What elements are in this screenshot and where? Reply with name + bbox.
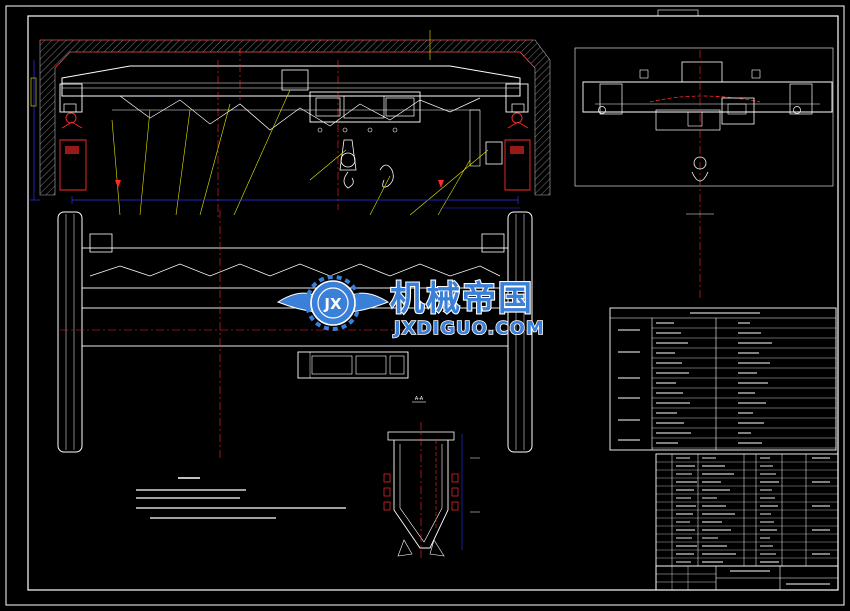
- crane-plan-view: [57, 210, 533, 460]
- watermark-title-cn: 机械帝国: [390, 279, 534, 319]
- list-item: [656, 481, 838, 487]
- list-item: [656, 537, 838, 543]
- title-block: [655, 565, 839, 591]
- table-row: [652, 352, 836, 359]
- list-item: [656, 473, 838, 479]
- logo-letters: JX: [323, 295, 342, 313]
- list-item: [656, 521, 838, 527]
- table-row: [652, 322, 836, 329]
- table-row: [652, 372, 836, 379]
- drawing-frame: [5, 5, 845, 606]
- table-row: [652, 432, 836, 439]
- table-row: [652, 412, 836, 419]
- list-item: [656, 513, 838, 519]
- table-row: [652, 382, 836, 389]
- table-row: [652, 362, 836, 369]
- list-item: [656, 497, 838, 503]
- watermark-title-en: JXDIGUO.COM: [392, 318, 545, 339]
- site-watermark: JX 机械帝国 JXDIGUO.COM: [276, 275, 545, 340]
- table-row: [652, 442, 836, 449]
- table-row: [652, 392, 836, 399]
- parts-list: [655, 453, 839, 591]
- list-item: [656, 505, 838, 511]
- list-item: [656, 457, 838, 463]
- table-row: [652, 422, 836, 429]
- section-label: A-A: [415, 396, 424, 402]
- list-item: [656, 529, 838, 535]
- table-row: [652, 342, 836, 349]
- gear-wings-logo: JX: [276, 275, 390, 331]
- list-item: [656, 553, 838, 559]
- performance-table: [609, 307, 837, 451]
- table-row: [652, 402, 836, 409]
- table-row: [652, 332, 836, 339]
- crane-side-view: [574, 47, 834, 300]
- list-item: [656, 489, 838, 495]
- list-item: [656, 465, 838, 471]
- technical-notes: [136, 477, 346, 519]
- girder-section: A-A: [383, 396, 480, 560]
- list-item: [656, 561, 838, 567]
- list-item: [656, 545, 838, 551]
- crane-front-view: [30, 30, 551, 220]
